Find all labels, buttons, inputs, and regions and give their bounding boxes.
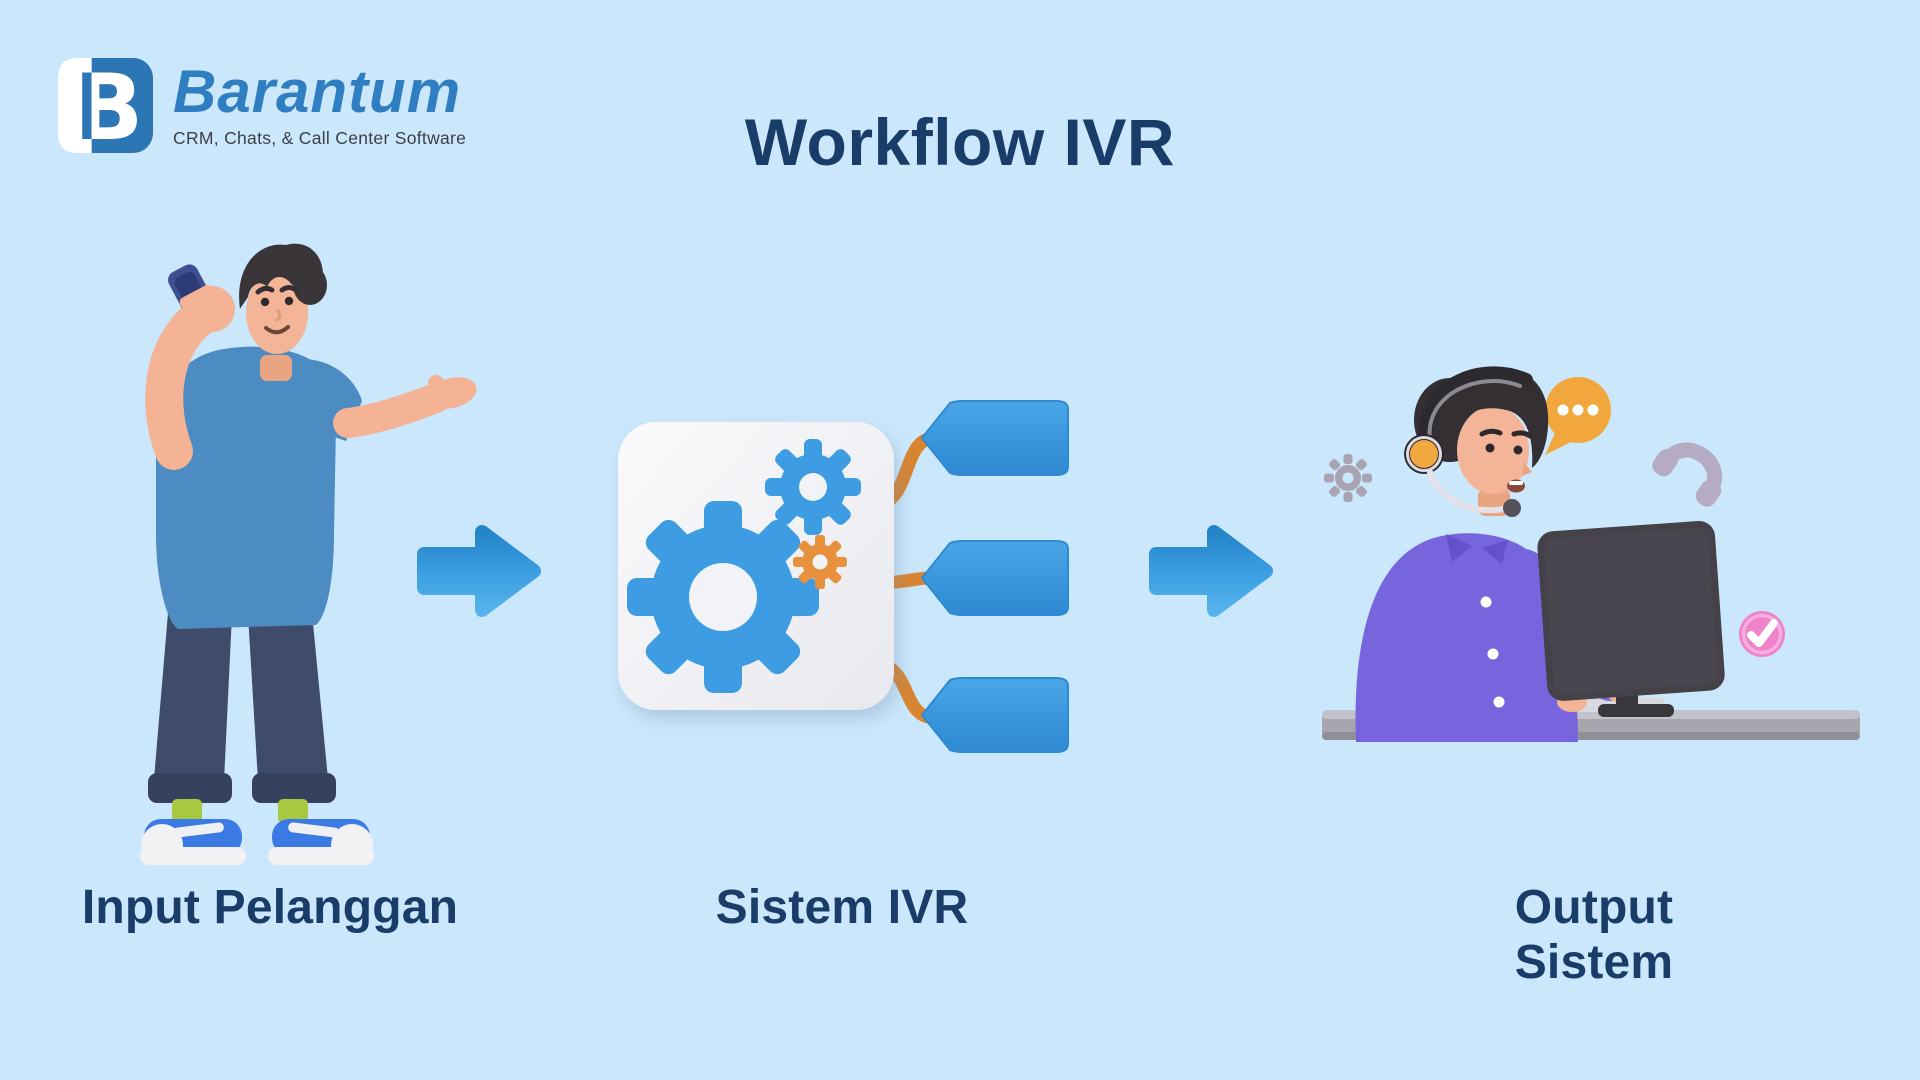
step-label-input: Input Pelanggan — [81, 881, 459, 934]
gear-small-orange — [793, 535, 847, 589]
logo-text: Barantum CRM, Chats, & Call Center Softw… — [173, 60, 466, 149]
page-title: Workflow IVR — [744, 105, 1176, 179]
customer-phone-arm — [145, 264, 235, 470]
headset — [1404, 366, 1533, 517]
customer-sneakers — [140, 819, 374, 865]
customer-hair — [239, 243, 324, 309]
chat-bubble-icon — [1545, 377, 1611, 455]
logo-mark: B B — [58, 58, 153, 153]
customer-legs — [148, 613, 336, 823]
check-badge-icon — [1739, 611, 1785, 657]
brand-tagline: CRM, Chats, & Call Center Software — [173, 128, 467, 148]
agent-hair — [1428, 367, 1549, 468]
customer-shirt — [156, 346, 337, 629]
brand-name: Barantum — [173, 58, 462, 125]
step-illustration-customer-calling — [140, 243, 477, 865]
logo-monogram-blue: B — [74, 58, 143, 153]
arrow-right-icon — [1149, 525, 1273, 617]
arrow-right-icon — [417, 525, 541, 617]
customer-head — [239, 243, 327, 381]
step-label-system: Sistem IVR — [715, 881, 969, 934]
customer-extended-arm — [302, 359, 477, 441]
gear-icon — [1324, 454, 1372, 502]
monitor — [1537, 521, 1725, 717]
routing-tags — [921, 400, 1069, 753]
logo: B B Barantum CRM, Chats, & Call Center S… — [58, 58, 466, 153]
step-illustration-agent — [1322, 366, 1860, 742]
step-label-output: Output Sistem — [1514, 881, 1674, 989]
logo-monogram-white: B — [74, 58, 143, 153]
gear-large — [627, 501, 819, 693]
gear-medium — [765, 439, 861, 535]
phone-handset-icon — [1652, 442, 1723, 507]
step-illustration-ivr-system — [618, 400, 1069, 753]
